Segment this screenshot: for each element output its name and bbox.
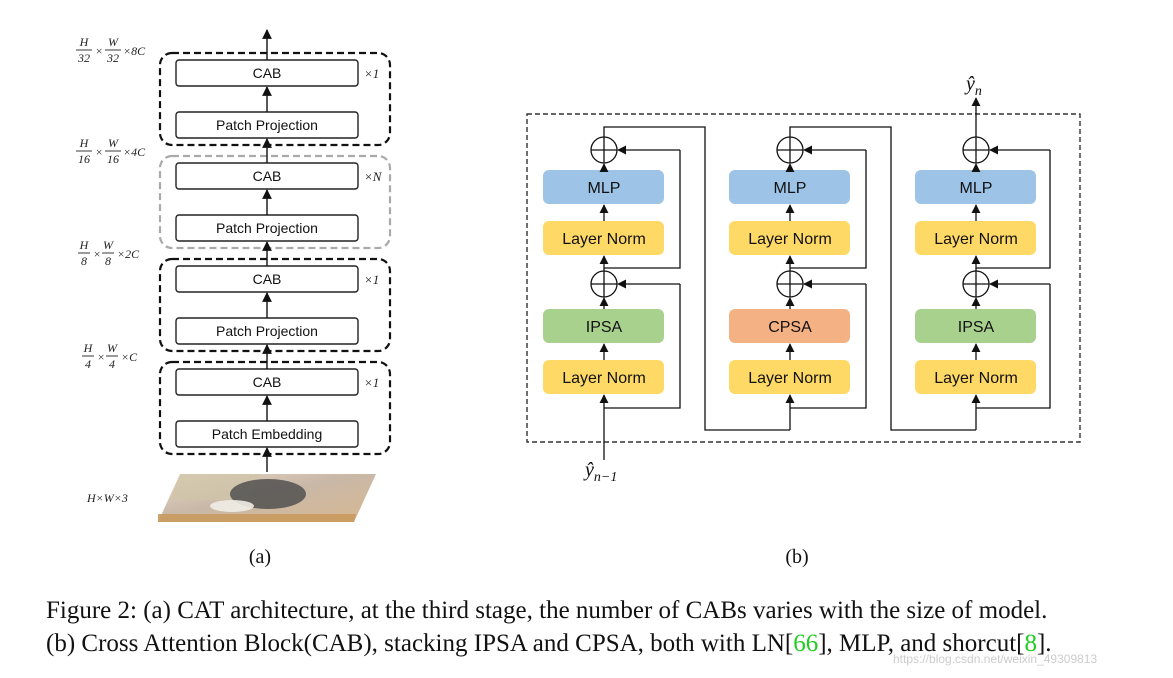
svg-text:32: 32 bbox=[77, 51, 90, 65]
col3-norm-2: Layer Norm bbox=[934, 231, 1018, 248]
cab-column-1: Layer Norm IPSA Layer Norm MLP bbox=[543, 136, 664, 394]
col1-add-2 bbox=[590, 270, 618, 298]
col3-mlp: MLP bbox=[960, 180, 993, 197]
svg-text:×8C: ×8C bbox=[123, 44, 146, 58]
stage-1-group bbox=[158, 360, 392, 456]
panel-a-architecture: CAB Patch Projection CAB Patch Projectio… bbox=[76, 29, 392, 568]
svg-text:W: W bbox=[107, 341, 118, 355]
col2-attention: CPSA bbox=[768, 319, 812, 336]
input-dims-label: H×W×3 bbox=[86, 491, 128, 505]
col3-attention: IPSA bbox=[958, 319, 995, 336]
col1-norm-2: Layer Norm bbox=[562, 231, 646, 248]
citation-link-8[interactable]: 8 bbox=[1024, 630, 1037, 657]
stage-2-group bbox=[158, 257, 392, 353]
svg-text:×: × bbox=[95, 44, 103, 58]
caption-line-1: Figure 2: (a) CAT architecture, at the t… bbox=[46, 597, 1048, 624]
stage-3-group bbox=[158, 154, 392, 250]
svg-text:16: 16 bbox=[107, 152, 119, 166]
svg-text:×4C: ×4C bbox=[123, 145, 146, 159]
stage-1-embedding: Patch Embedding bbox=[212, 426, 323, 442]
stage-2-projection: Patch Projection bbox=[216, 323, 318, 339]
col3-add-1 bbox=[962, 136, 990, 164]
stage-3-repeat: ×N bbox=[364, 169, 383, 184]
svg-text:H: H bbox=[79, 136, 90, 150]
stage-2-repeat: ×1 bbox=[364, 272, 379, 287]
stage-2-cab: CAB bbox=[253, 271, 282, 287]
caption-text-c: ]. bbox=[1036, 630, 1052, 657]
svg-text:32: 32 bbox=[106, 51, 119, 65]
svg-text:4: 4 bbox=[85, 357, 91, 371]
svg-text:4: 4 bbox=[109, 357, 115, 371]
caption-text-a: (b) Cross Attention Block(CAB), stacking… bbox=[46, 630, 794, 657]
panel-b-label: (b) bbox=[785, 546, 808, 568]
panel-a-label: (a) bbox=[249, 546, 271, 568]
svg-text:W: W bbox=[108, 35, 119, 49]
col2-norm-1: Layer Norm bbox=[748, 370, 832, 387]
stage-2-dims: H 8 × W 8 ×2C bbox=[78, 238, 140, 268]
col2-norm-2: Layer Norm bbox=[748, 231, 832, 248]
stage-3-dims: H 16 × W 16 ×4C bbox=[76, 136, 146, 166]
svg-text:H: H bbox=[79, 35, 90, 49]
svg-text:16: 16 bbox=[78, 152, 90, 166]
watermark: https://blog.csdn.net/weixin_49309813 bbox=[893, 652, 1098, 666]
citation-link-66[interactable]: 66 bbox=[793, 630, 819, 657]
col2-add-1 bbox=[776, 136, 804, 164]
caption-text-b: ], MLP, and shorcut[ bbox=[818, 630, 1025, 657]
stage-3-projection: Patch Projection bbox=[216, 220, 318, 236]
stage-1-repeat: ×1 bbox=[364, 375, 379, 390]
cab-outer-box bbox=[526, 113, 1081, 443]
svg-text:×: × bbox=[95, 145, 103, 159]
cab-column-2: Layer Norm CPSA Layer Norm MLP bbox=[729, 136, 850, 394]
svg-text:×: × bbox=[97, 350, 105, 364]
figure-canvas: CAB Patch Projection CAB Patch Projectio… bbox=[76, 29, 1081, 568]
col2-mlp: MLP bbox=[774, 180, 807, 197]
svg-text:H: H bbox=[83, 341, 94, 355]
svg-text:H: H bbox=[79, 238, 90, 252]
col3-add-2 bbox=[962, 270, 990, 298]
panel-b-cab: Layer Norm IPSA Layer Norm MLP Layer Nor… bbox=[526, 73, 1081, 568]
svg-text:×2C: ×2C bbox=[117, 247, 140, 261]
input-symbol: ŷn−1 bbox=[583, 459, 617, 485]
svg-text:8: 8 bbox=[81, 254, 87, 268]
col1-mlp: MLP bbox=[588, 180, 621, 197]
stage-4-group bbox=[158, 51, 392, 147]
stage-4-projection: Patch Projection bbox=[216, 117, 318, 133]
stage-1-cab: CAB bbox=[253, 374, 282, 390]
output-symbol: ŷn bbox=[964, 73, 982, 99]
cab-column-3: Layer Norm IPSA Layer Norm MLP bbox=[915, 136, 1036, 394]
stage-4-cab: CAB bbox=[253, 65, 282, 81]
caption-line-2: (b) Cross Attention Block(CAB), stacking… bbox=[46, 627, 1166, 660]
svg-text:W: W bbox=[108, 136, 119, 150]
svg-text:×: × bbox=[93, 247, 101, 261]
figure-caption: Figure 2: (a) CAT architecture, at the t… bbox=[46, 594, 1166, 660]
svg-text:8: 8 bbox=[105, 254, 111, 268]
col1-add-1 bbox=[590, 136, 618, 164]
stage-1-dims: H 4 × W 4 ×C bbox=[82, 341, 138, 371]
svg-text:W: W bbox=[103, 238, 114, 252]
stage-3-cab: CAB bbox=[253, 168, 282, 184]
col2-add-2 bbox=[776, 270, 804, 298]
input-cat-image bbox=[158, 474, 376, 522]
col1-attention: IPSA bbox=[586, 319, 623, 336]
col3-norm-1: Layer Norm bbox=[934, 370, 1018, 387]
stage-4-dims: H 32 × W 32 ×8C bbox=[76, 35, 146, 65]
stage-4-repeat: ×1 bbox=[364, 66, 379, 81]
col1-norm-1: Layer Norm bbox=[562, 370, 646, 387]
svg-text:×C: ×C bbox=[121, 350, 138, 364]
